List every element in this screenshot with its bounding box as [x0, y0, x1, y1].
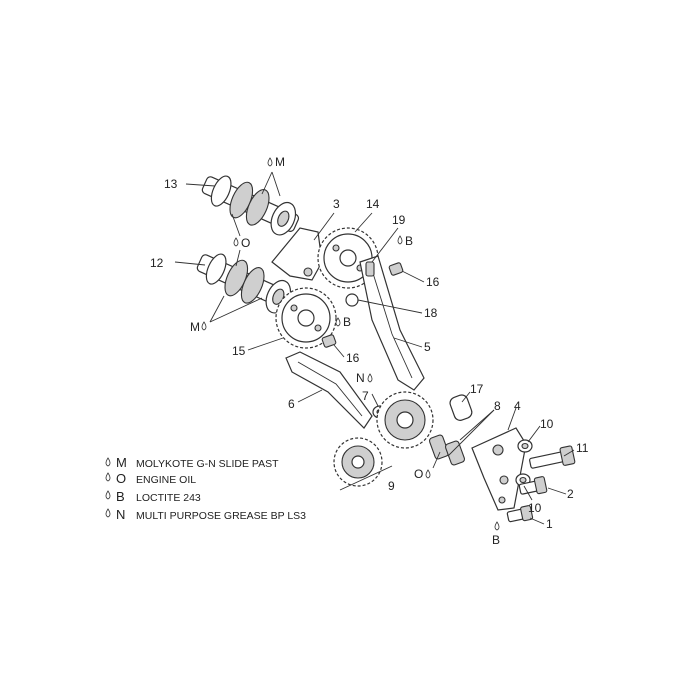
- oil-drop-icon: [105, 457, 111, 467]
- callout-15: 15: [232, 344, 246, 358]
- lube-mark-m-lower: M: [190, 320, 207, 334]
- screw-1: [506, 505, 534, 523]
- lube-marks: M O M B B N O B: [190, 155, 500, 547]
- oil-drop-icon: [105, 508, 111, 518]
- callout-labels: 13 12 3 14 19 16 18 5 15 16 6 7 17 8 4 1…: [150, 177, 589, 531]
- svg-text:B: B: [116, 489, 125, 504]
- callout-18: 18: [424, 306, 438, 320]
- washer-10-upper: [517, 439, 533, 453]
- bracket-3: [271, 227, 323, 281]
- oil-drop-icon: [397, 235, 403, 245]
- callout-17: 17: [470, 382, 484, 396]
- lube-mark-b-lower: B: [492, 521, 500, 547]
- lube-mark-b-upper: B: [397, 234, 413, 248]
- lube-mark-m-upper: M: [267, 155, 285, 169]
- lube-mark-o-upper: O: [233, 236, 250, 250]
- callout-7: 7: [362, 389, 369, 403]
- oil-drop-icon: [425, 469, 431, 479]
- sprocket-15: [275, 287, 337, 349]
- oil-drop-icon: [367, 373, 373, 383]
- lubricant-legend: M MOLYKOTE G-N SLIDE PAST O ENGINE OIL B…: [105, 455, 306, 522]
- svg-text:MULTI PURPOSE GREASE BP LS3: MULTI PURPOSE GREASE BP LS3: [136, 510, 306, 522]
- plate-4: [471, 427, 527, 511]
- tensioner-blade-6: [285, 351, 373, 429]
- svg-text:M: M: [190, 320, 200, 334]
- callout-1: 1: [546, 517, 553, 531]
- leader-lines: [174, 171, 575, 525]
- oil-drop-icon: [105, 490, 111, 500]
- svg-text:B: B: [492, 533, 500, 547]
- callout-3: 3: [333, 197, 340, 211]
- svg-text:M: M: [275, 155, 285, 169]
- callout-6: 6: [288, 397, 295, 411]
- callout-5: 5: [424, 340, 431, 354]
- lube-mark-o-lower: O: [414, 467, 431, 481]
- legend-row-m: M MOLYKOTE G-N SLIDE PAST: [105, 455, 279, 470]
- screw-18: [345, 293, 359, 307]
- svg-text:N: N: [116, 507, 125, 522]
- oil-drop-icon: [233, 237, 239, 247]
- svg-text:M: M: [116, 455, 127, 470]
- callout-13: 13: [164, 177, 178, 191]
- callout-19: 19: [392, 213, 406, 227]
- svg-text:B: B: [405, 234, 413, 248]
- callout-10-lower: 10: [528, 501, 542, 515]
- gear-cluster-9: [333, 391, 434, 487]
- callout-4: 4: [514, 399, 521, 413]
- callout-16-upper: 16: [426, 275, 440, 289]
- oil-drop-icon: [335, 317, 341, 327]
- bolt-2: [518, 476, 548, 495]
- svg-text:N: N: [356, 371, 365, 385]
- screw-16-lower: [321, 334, 337, 348]
- callout-12: 12: [150, 256, 164, 270]
- callout-9: 9: [388, 479, 395, 493]
- bolt-11: [529, 445, 576, 469]
- callout-2: 2: [567, 487, 574, 501]
- svg-text:MOLYKOTE G-N SLIDE PAST: MOLYKOTE G-N SLIDE PAST: [136, 458, 279, 470]
- callout-10-upper: 10: [540, 417, 554, 431]
- oil-drop-icon: [201, 321, 207, 331]
- pin-17: [449, 394, 473, 421]
- callout-11: 11: [576, 441, 589, 455]
- bolt-19: [365, 261, 375, 277]
- svg-text:LOCTITE 243: LOCTITE 243: [136, 492, 201, 504]
- legend-row-b: B LOCTITE 243: [105, 489, 201, 504]
- svg-text:O: O: [116, 471, 126, 486]
- svg-text:B: B: [343, 315, 351, 329]
- needle-bearings-8: [428, 434, 466, 466]
- callout-16-lower: 16: [346, 351, 360, 365]
- callout-8: 8: [494, 399, 501, 413]
- oil-drop-icon: [105, 472, 111, 482]
- lube-mark-n: N: [356, 371, 373, 385]
- svg-text:O: O: [414, 467, 423, 481]
- chain-guide-5: [359, 255, 425, 391]
- oil-drop-icon: [494, 521, 500, 531]
- legend-row-o: O ENGINE OIL: [105, 471, 196, 486]
- legend-row-n: N MULTI PURPOSE GREASE BP LS3: [105, 507, 306, 522]
- screw-16-upper: [388, 262, 404, 276]
- svg-text:O: O: [241, 236, 250, 250]
- lube-mark-b-middle: B: [335, 315, 351, 329]
- oil-drop-icon: [267, 157, 273, 167]
- svg-text:ENGINE OIL: ENGINE OIL: [136, 474, 196, 486]
- camshaft-upper: [201, 175, 300, 236]
- callout-14: 14: [366, 197, 380, 211]
